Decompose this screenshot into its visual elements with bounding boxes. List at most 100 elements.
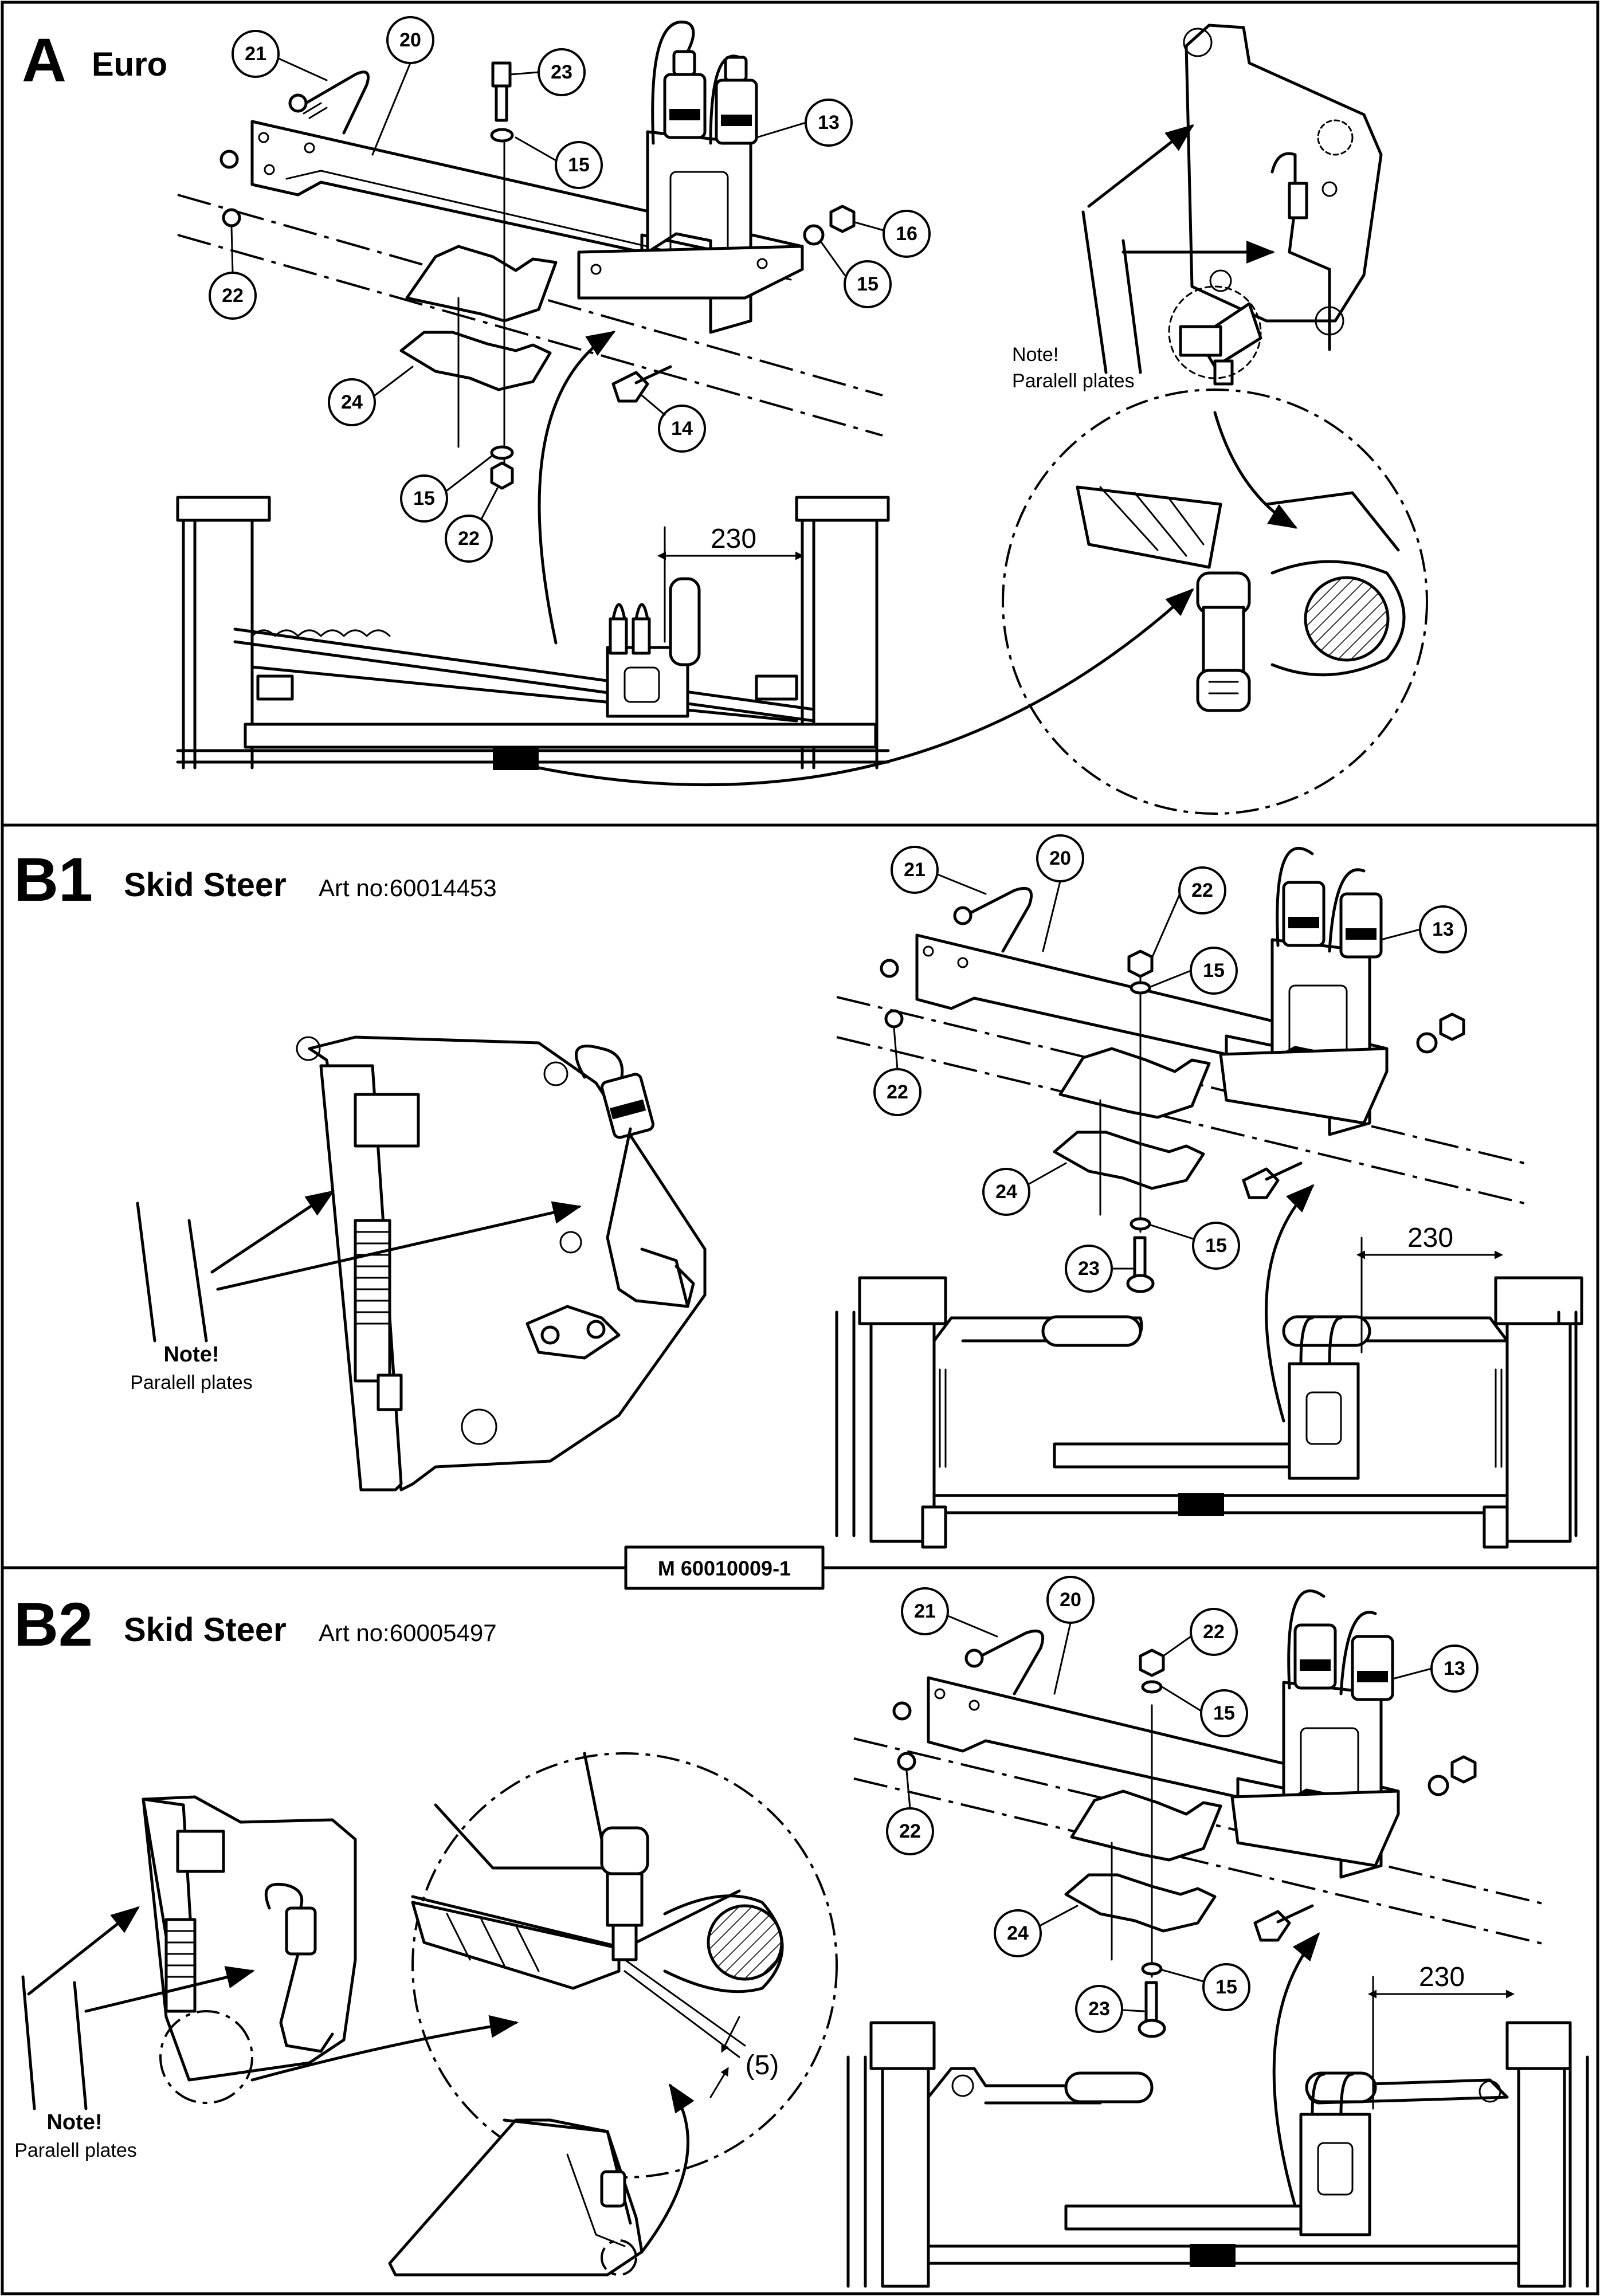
section-b1-article: Art no:60014453: [319, 874, 497, 901]
bolt: [1138, 2019, 1166, 2038]
clamp-plate-upper: [1070, 1789, 1222, 1862]
section-a-letter: A: [22, 25, 66, 95]
section-b2-article: Art no:60005497: [319, 1619, 497, 1646]
switch-bracket: [1219, 846, 1389, 1136]
callout-label: 21: [245, 43, 266, 65]
callout-label: 22: [899, 1820, 921, 1842]
centerline: [853, 1777, 1548, 1946]
callout-group-b1: 21 20 22 15 13 22 24 15 23: [873, 834, 1467, 1293]
u-bolt-thread: [303, 102, 328, 119]
callout-label: 23: [551, 61, 572, 83]
bolt-shank: [1265, 1161, 1303, 1181]
dimension-value: 230: [711, 524, 756, 554]
magnified-detail: [1002, 388, 1428, 815]
bolt: [611, 371, 649, 403]
skid-steer-frame: [846, 2021, 1589, 2288]
callout-bubble: [1202, 1963, 1250, 2011]
assembly-arrow: [640, 2083, 695, 2254]
clamp-plate-lower: [399, 331, 552, 391]
note-arrow: [84, 1966, 255, 2013]
note-bold: Note!: [1012, 344, 1058, 366]
dimension-value: 230: [1419, 1962, 1465, 1992]
washer: [897, 1752, 916, 1771]
note-bold: Note!: [46, 2110, 102, 2134]
callout-label: 15: [857, 273, 879, 295]
switch-bracket: [577, 21, 804, 334]
centerline: [836, 1036, 1525, 1204]
callout-label: 24: [1007, 1922, 1029, 1944]
clamp-plate-upper: [1058, 1047, 1211, 1119]
note-arrow: [1087, 124, 1194, 208]
bolt-shank: [1144, 1981, 1158, 2024]
callout-bubble: [901, 1587, 949, 1635]
callout-group-a: 21 20 23 15 13 16 15 22 24 14 15 22: [209, 16, 931, 563]
gap-value: (5): [746, 2050, 779, 2081]
assembly-arrow: [537, 588, 1194, 787]
section-a-title: Euro: [92, 46, 167, 83]
note-bold: Note!: [163, 1343, 219, 1367]
section-a: A Euro: [22, 16, 1428, 815]
callout-label: 13: [1432, 919, 1454, 940]
section-b1: B1 Skid Steer Art no:60014453: [14, 834, 1583, 1549]
callout-bubble: [982, 1168, 1030, 1216]
bolt: [491, 61, 512, 88]
nut: [953, 906, 972, 925]
callout-label: 13: [818, 112, 840, 134]
bolt-shank: [495, 84, 508, 122]
washer: [880, 959, 899, 978]
callout-bubble: [1190, 1608, 1238, 1656]
bolt: [1126, 1274, 1155, 1293]
parallel-plate-line: [187, 1219, 208, 1343]
nut: [1139, 1649, 1165, 1677]
parallel-plate-line: [136, 1202, 156, 1343]
callout-label: 24: [341, 391, 363, 413]
callout-label: 23: [1078, 1258, 1100, 1280]
callout-label: 15: [1203, 960, 1225, 982]
u-bolt: [961, 886, 1033, 953]
gap-dimension: [721, 2016, 740, 2053]
bolt-shank: [1133, 1236, 1147, 1280]
callout-label: 15: [568, 154, 590, 176]
callout-bubble: [555, 141, 603, 189]
assembly-arrow: [1272, 1932, 1320, 2208]
skid-steer-frame: [835, 1276, 1583, 1549]
section-b2: B2 Skid Steer Art no:60005497 Note! Para…: [14, 1576, 1589, 2288]
callout-bubble: [1192, 1222, 1240, 1270]
section-b1-title: Skid Steer: [124, 866, 287, 904]
callout-label: 22: [1191, 880, 1213, 901]
callout-label: 13: [1444, 1658, 1465, 1679]
callout-bubble: [844, 260, 892, 308]
callout-bubble: [994, 1909, 1042, 1957]
nut: [288, 93, 308, 113]
callout-label: 21: [904, 859, 926, 881]
detail-euro-attachment: [1168, 23, 1383, 386]
callout-label: 16: [896, 223, 917, 245]
magnified-detail: [411, 1752, 838, 2179]
callout-bubble: [1075, 1985, 1123, 2033]
skid-steer-plate: [142, 1795, 357, 2104]
callout-label: 20: [1049, 847, 1071, 869]
bolt-shank: [1276, 1904, 1314, 1924]
clamp-plate-lower: [1053, 1131, 1205, 1190]
nut: [964, 1649, 984, 1668]
washer: [219, 150, 239, 169]
parallel-plate-line: [21, 1975, 36, 2110]
callout-label: 14: [671, 418, 693, 439]
note-text: Paralell plates: [1012, 370, 1135, 392]
nut: [490, 461, 514, 490]
callout-label: 22: [458, 528, 480, 550]
detail-arrow: [1213, 411, 1298, 529]
drawing-code-box: [624, 1545, 825, 1590]
washer: [1428, 1775, 1449, 1796]
gap-dimension: [709, 2067, 729, 2098]
clamp-plate-upper: [405, 245, 558, 323]
attachment-frame: [176, 496, 890, 770]
washer: [1141, 1680, 1163, 1694]
switch-bracket: [1230, 1589, 1400, 1879]
washer: [803, 224, 825, 246]
callout-label: 15: [413, 488, 435, 509]
centerline: [177, 234, 883, 437]
callout-label: 23: [1088, 1998, 1110, 2020]
note-arrow: [27, 1906, 140, 1996]
